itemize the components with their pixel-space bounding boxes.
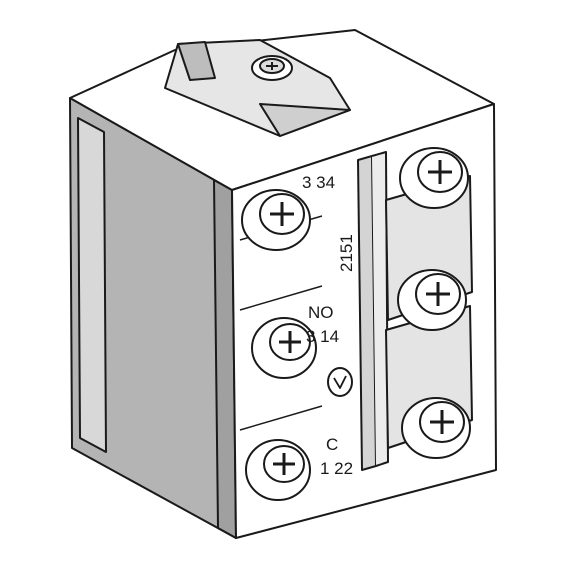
side-label-strip (77, 117, 107, 453)
screw-terminal-icon (397, 269, 467, 331)
mid-terminal-label: 3 14 (306, 327, 339, 346)
top-mount-slot (177, 41, 216, 81)
bottom-terminal-label: 1 22 (320, 459, 353, 478)
top-terminal-label: 3 34 (302, 173, 335, 192)
screw-terminal-icon (401, 397, 471, 459)
screw-terminal-icon (251, 317, 317, 379)
no-label: NO (308, 303, 334, 322)
screw-terminal-icon (399, 147, 469, 209)
c-label: C (326, 435, 338, 454)
top-mount-front (259, 103, 351, 137)
vertical-code-label: 2151 (337, 234, 356, 272)
screw-terminal-icon (245, 439, 311, 501)
arrow-marker-icon (327, 367, 353, 397)
screw-terminal-icon (241, 189, 311, 251)
